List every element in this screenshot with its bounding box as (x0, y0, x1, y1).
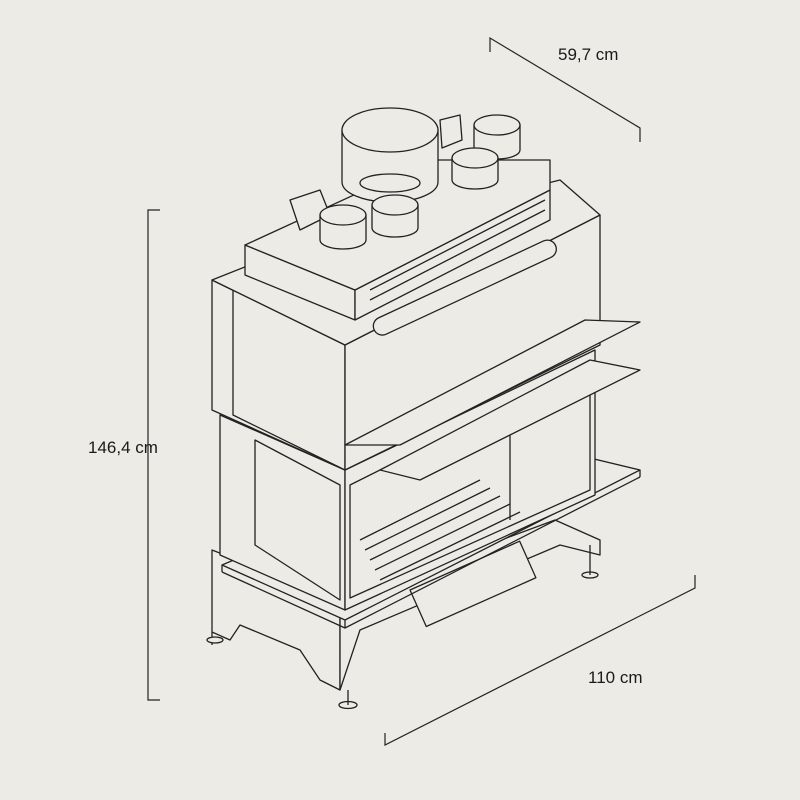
grate (359, 479, 521, 581)
air-collar-3 (319, 204, 367, 250)
depth-dimension-line (489, 36, 641, 142)
height-dimension-line (147, 209, 160, 701)
air-collar-2 (451, 147, 499, 190)
depth-label: 59,7 cm (558, 45, 619, 64)
main-flue-collar (341, 107, 439, 203)
height-label: 146,4 cm (88, 438, 158, 457)
air-collar-4 (371, 194, 419, 238)
hood-slot (372, 239, 557, 336)
firebox (219, 349, 641, 611)
width-dimension-line (384, 575, 696, 746)
width-label: 110 cm (588, 668, 643, 687)
flue-collars (319, 107, 521, 250)
